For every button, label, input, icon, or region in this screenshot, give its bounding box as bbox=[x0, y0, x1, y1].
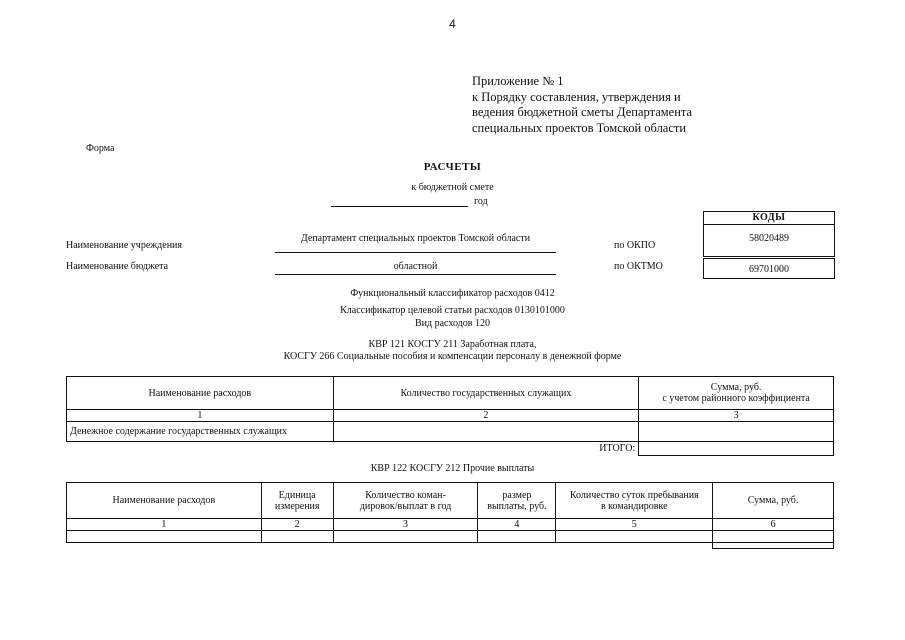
table-number-row: 1 2 3 bbox=[66, 409, 834, 422]
column-number-5: 5 bbox=[555, 518, 714, 531]
classifier-target: Классификатор целевой статьи расходов 01… bbox=[340, 305, 565, 316]
header-expense-name: Наименование расходов bbox=[66, 482, 262, 519]
appendix-line-1: Приложение № 1 bbox=[472, 74, 564, 88]
classifier-functional: Функциональный классификатор расходов 04… bbox=[350, 288, 555, 299]
header-payment-size-line-2: выплаты, руб. bbox=[487, 500, 547, 512]
header-trip-days-line-2: в командировке bbox=[600, 500, 668, 512]
header-trip-count: Количество коман- дировок/выплат в год bbox=[332, 482, 479, 519]
appendix-line-3: ведения бюджетной сметы Департамента bbox=[472, 105, 693, 119]
header-sum: Сумма, руб. bbox=[712, 482, 834, 519]
budget-underline bbox=[275, 274, 556, 275]
total-value-cell[interactable] bbox=[638, 441, 834, 456]
header-unit-line-2: измерения bbox=[274, 500, 320, 512]
year-blank-line bbox=[331, 206, 468, 207]
header-trip-days-line-1: Количество суток пребывания bbox=[569, 489, 699, 501]
header-employee-count: Количество государственных служащих bbox=[332, 376, 640, 410]
header-unit: Единица измерения bbox=[260, 482, 334, 519]
total-value-cell[interactable] bbox=[712, 542, 834, 549]
row-cell-sum[interactable] bbox=[638, 421, 834, 442]
appendix-line-2: к Порядку составления, утверждения и bbox=[472, 89, 681, 104]
column-number-4: 4 bbox=[477, 518, 557, 531]
table-header-row: Наименование расходов Количество государ… bbox=[66, 376, 834, 410]
oktmo-code-box: 69701000 bbox=[703, 258, 835, 279]
section2-heading: КВР 122 КОСГУ 212 Прочие выплаты bbox=[370, 463, 535, 474]
okpo-code-box: 58020489 bbox=[703, 224, 835, 257]
codes-header: КОДЫ bbox=[703, 211, 835, 225]
institution-underline bbox=[275, 252, 556, 253]
year-word: год bbox=[474, 196, 488, 207]
form-label: Форма bbox=[86, 143, 115, 154]
classifier-expense-type: Вид расходов 120 bbox=[415, 318, 490, 329]
header-trip-days: Количество суток пребывания в командиров… bbox=[555, 482, 714, 519]
row-cell-employee-count[interactable] bbox=[332, 421, 640, 442]
column-number-1: 1 bbox=[66, 518, 262, 531]
other-payments-table: Наименование расходов Единица измерения … bbox=[66, 482, 834, 549]
total-label: ИТОГО: bbox=[599, 443, 636, 455]
okpo-label: по ОКПО bbox=[614, 240, 656, 251]
header-sum-line-1: Сумма, руб. bbox=[710, 382, 762, 393]
column-number-1: 1 bbox=[66, 409, 334, 422]
header-payment-size: размер выплаты, руб. bbox=[477, 482, 557, 519]
page-number: 4 bbox=[449, 17, 456, 31]
table-number-row: 1 2 3 4 5 6 bbox=[66, 518, 834, 531]
table-row bbox=[66, 530, 834, 543]
header-unit-line-1: Единица bbox=[278, 489, 316, 501]
header-sum: Сумма, руб. с учетом районного коэффицие… bbox=[638, 376, 834, 410]
salary-table: Наименование расходов Количество государ… bbox=[66, 376, 834, 456]
table-header-row: Наименование расходов Единица измерения … bbox=[66, 482, 834, 519]
budget-label: Наименование бюджета bbox=[66, 261, 169, 272]
budget-value: областной bbox=[393, 261, 438, 272]
section1-heading-line-1: КВР 121 КОСГУ 211 Заработная плата, bbox=[368, 339, 537, 350]
header-trip-count-line-1: Количество коман- bbox=[365, 489, 446, 501]
okpo-code-value: 58020489 bbox=[749, 233, 789, 244]
institution-value: Департамент специальных проектов Томской… bbox=[300, 233, 531, 244]
oktmo-code-value: 69701000 bbox=[749, 264, 789, 275]
header-payment-size-line-1: размер bbox=[502, 489, 532, 501]
section1-heading-line-2: КОСГУ 266 Социальные пособия и компенсац… bbox=[283, 351, 622, 362]
total-row bbox=[67, 542, 834, 549]
institution-label: Наименование учреждения bbox=[66, 240, 183, 251]
table-row: Денежное содержание государственных служ… bbox=[66, 421, 834, 442]
appendix-line-4: специальных проектов Томской области bbox=[472, 120, 687, 135]
appendix-block: Приложение № 1 к Порядку составления, ут… bbox=[472, 74, 692, 136]
document-title: РАСЧЕТЫ bbox=[423, 161, 482, 173]
oktmo-label: по ОКТМО bbox=[614, 261, 663, 272]
header-expense-name: Наименование расходов bbox=[66, 376, 334, 410]
column-number-2: 2 bbox=[260, 518, 334, 531]
header-trip-count-line-2: дировок/выплат в год bbox=[359, 500, 452, 512]
column-number-3: 3 bbox=[332, 518, 479, 531]
total-row: ИТОГО: bbox=[67, 441, 834, 456]
header-sum-line-2: с учетом районного коэффициента bbox=[662, 393, 810, 404]
column-number-6: 6 bbox=[712, 518, 834, 531]
column-number-2: 2 bbox=[332, 409, 640, 422]
row-label-salary: Денежное содержание государственных служ… bbox=[66, 421, 334, 442]
column-number-3: 3 bbox=[638, 409, 834, 422]
document-subtitle: к бюджетной смете bbox=[411, 182, 494, 193]
